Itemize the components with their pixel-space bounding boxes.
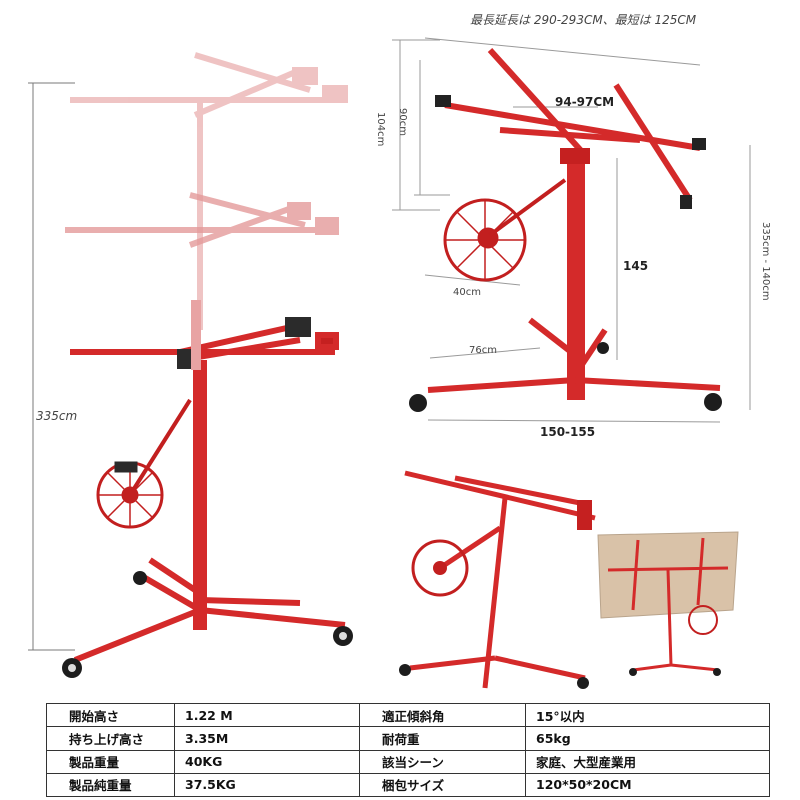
diagram-base xyxy=(427,317,721,393)
diagram-winch-wheel xyxy=(443,178,567,282)
base-depth-label: 76cm xyxy=(469,345,497,356)
dimension-diagram xyxy=(392,37,751,423)
panel-lift-view xyxy=(597,531,739,676)
ghost-top-stage xyxy=(70,52,348,330)
extension-range-caption: 最長延長は 290-293CM、最短は 125CM xyxy=(470,13,697,27)
base-width-label: 150-155 xyxy=(540,425,596,439)
spec-key: 耐荷重 xyxy=(359,726,526,751)
diagram-mast-head xyxy=(560,148,590,164)
spec-key: 持ち上げ高さ xyxy=(46,726,175,751)
spec-table: 開始高さ 1.22 M 適正傾斜角 15°以内 持ち上げ高さ 3.35M 耐荷重… xyxy=(46,702,770,798)
inner-height-label: 90cm xyxy=(397,108,408,136)
diagram-cradle-pads xyxy=(435,95,706,209)
spec-value: 1.22 M xyxy=(174,702,360,728)
main-lift-illustration xyxy=(28,52,353,678)
ghost-middle-stage xyxy=(65,192,339,248)
main-height-label: 335cm xyxy=(36,409,78,423)
spec-value: 65kg xyxy=(525,726,770,751)
table-row: 持ち上げ高さ 3.35M 耐荷重 65kg xyxy=(46,726,770,751)
spec-key: 該当シーン xyxy=(359,749,526,774)
spec-key: 開始高さ xyxy=(46,702,175,728)
table-row: 製品重量 40KG 該当シーン 家庭、大型産業用 xyxy=(46,749,770,774)
spec-value: 15°以内 xyxy=(525,702,770,728)
winch-wheel xyxy=(96,398,192,529)
diagram-mast xyxy=(567,160,585,400)
spec-value: 3.35M xyxy=(174,726,360,751)
main-height-dimension xyxy=(28,82,75,651)
dimension-guides xyxy=(392,37,751,423)
spec-value: 家庭、大型産業用 xyxy=(525,749,770,774)
outer-height-label: 104cm xyxy=(375,112,386,147)
table-row: 開始高さ 1.22 M 適正傾斜角 15°以内 xyxy=(46,702,770,728)
spec-value: 120*50*20CM xyxy=(525,772,770,798)
spec-key: 製品純重量 xyxy=(46,772,175,798)
main-mast xyxy=(191,300,207,630)
diagram-cradle xyxy=(444,47,701,202)
spec-key: 適正傾斜角 xyxy=(359,702,526,728)
mast-height-label: 145 xyxy=(623,259,649,273)
table-row: 製品純重量 37.5KG 梱包サイズ 120*50*20CM xyxy=(46,772,770,798)
wheel-diameter-label: 40cm xyxy=(453,287,481,298)
spec-value: 37.5KG xyxy=(174,772,360,798)
diagram-casters xyxy=(409,342,722,412)
total-height-label: 335cm - 140cm xyxy=(760,222,771,301)
main-casters xyxy=(62,571,353,678)
angled-lift-view xyxy=(399,470,596,689)
spec-key: 製品重量 xyxy=(46,749,175,774)
main-base xyxy=(73,557,346,663)
crossbar-width-label: 94-97CM xyxy=(555,95,615,109)
spec-value: 40KG xyxy=(174,749,360,774)
spec-key: 梱包サイズ xyxy=(359,772,526,798)
